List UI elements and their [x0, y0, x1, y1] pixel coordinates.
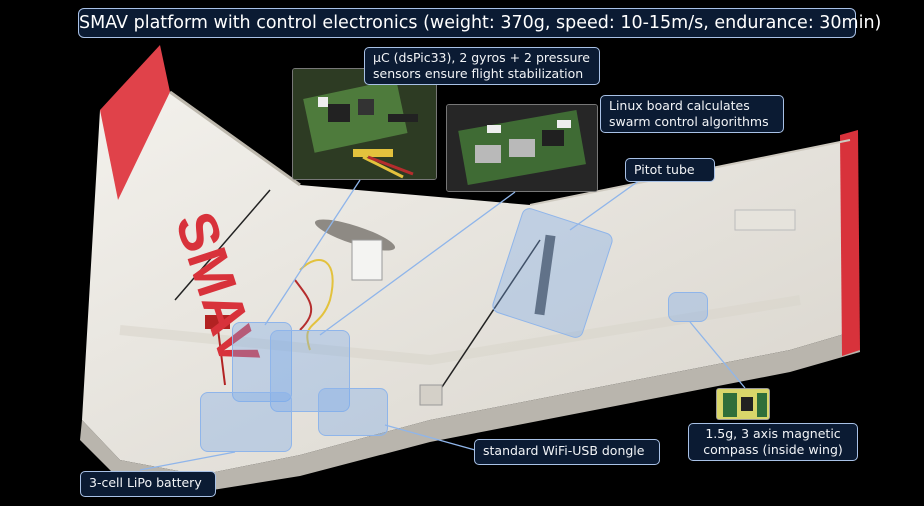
- right-winglet: [840, 130, 860, 356]
- compass-module-photo: [716, 388, 770, 420]
- pitot-tube-label: Pitot tube: [625, 158, 715, 182]
- compass-label: 1.5g, 3 axis magnetic compass (inside wi…: [688, 423, 858, 461]
- compass-highlight: [668, 292, 708, 322]
- microcontroller-label-line-1: µC (dsPic33), 2 gyros + 2 pressure: [373, 50, 590, 65]
- compass-label-line-1: 1.5g, 3 axis magnetic: [705, 426, 841, 441]
- linux-board-highlight: [270, 330, 350, 412]
- flying-wing-body: [82, 92, 858, 475]
- battery-connector: [205, 315, 230, 329]
- wifi-dongle-label: standard WiFi-USB dongle: [474, 439, 660, 465]
- compass-label-line-2: compass (inside wing): [703, 442, 843, 457]
- motor-mount: [351, 239, 383, 281]
- wifi-dongle-label-text: standard WiFi-USB dongle: [483, 443, 645, 458]
- battery-label-text: 3-cell LiPo battery: [89, 475, 202, 490]
- linux-board-photo: [446, 104, 598, 192]
- battery-highlight: [200, 392, 292, 452]
- microcontroller-label-line-2: sensors ensure flight stabilization: [373, 66, 584, 81]
- microcontroller-highlight: [232, 322, 292, 402]
- linux-board-label-line-1: Linux board calculates: [609, 98, 750, 113]
- wifi-dongle-highlight: [318, 388, 388, 436]
- page-title: SMAV platform with control electronics (…: [78, 8, 881, 38]
- battery-label: 3-cell LiPo battery: [80, 471, 216, 497]
- pitot-tube: [534, 234, 556, 316]
- pitot-tube-label-text: Pitot tube: [634, 162, 695, 177]
- left-winglet: [100, 45, 170, 200]
- microcontroller-label: µC (dsPic33), 2 gyros + 2 pressure senso…: [364, 47, 600, 85]
- linux-board-label-line-2: swarm control algorithms: [609, 114, 769, 129]
- microcontroller-board-photo: [292, 68, 437, 180]
- linux-board-label: Linux board calculates swarm control alg…: [600, 95, 784, 133]
